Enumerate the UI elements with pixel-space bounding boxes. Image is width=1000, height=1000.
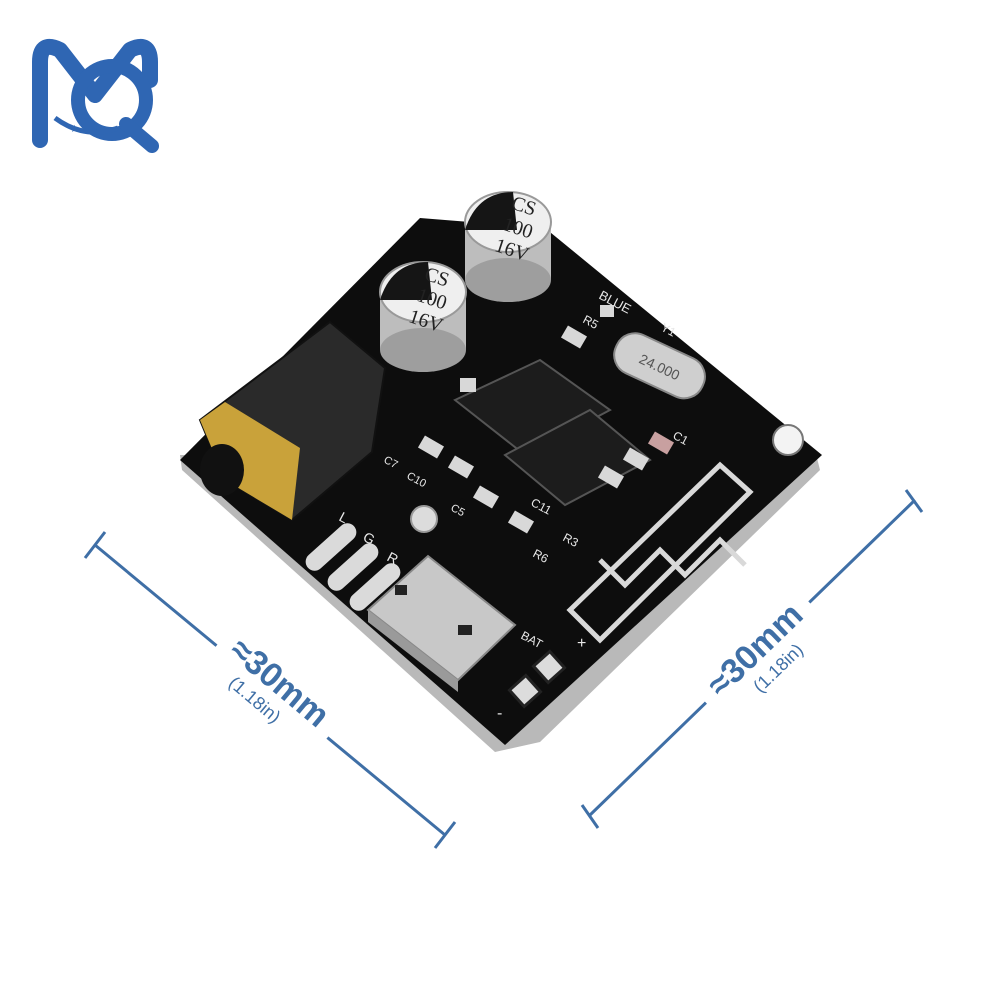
- svg-text:★: ★: [70, 124, 79, 135]
- smd-resistor: [597, 465, 625, 489]
- capacitor-1: CS 100 16V: [379, 261, 467, 372]
- svg-text:★: ★: [78, 109, 89, 123]
- smd-resistor-r5: [560, 325, 588, 349]
- pcb-antenna: [566, 461, 754, 644]
- label-r3: R3: [561, 530, 581, 550]
- crystal-oscillator: 24.000: [613, 332, 706, 400]
- smd-component: [460, 378, 476, 392]
- label-y1: Y1: [659, 320, 679, 339]
- label-minus: -: [497, 705, 502, 722]
- label-plus: +: [577, 635, 586, 652]
- smd-led: [600, 305, 614, 317]
- right-dimension-tick-start: [580, 804, 600, 829]
- smd-capacitor-c7: [417, 435, 445, 459]
- right-dimension-tick-end: [904, 489, 924, 513]
- smd-capacitor-c10: [447, 455, 475, 479]
- pad-bat-plus: [531, 649, 567, 685]
- label-c1: C1: [671, 428, 691, 448]
- left-dimension-tick-start: [83, 531, 107, 559]
- svg-text:★: ★: [90, 122, 99, 133]
- smd-capacitor-c1: [647, 431, 675, 455]
- pad-r: [349, 563, 401, 611]
- chip-2: [503, 408, 652, 507]
- capacitor-2: CS 100 16V: [464, 191, 552, 302]
- mounting-hole-2: [410, 505, 438, 533]
- pad-bat-minus: [507, 673, 543, 709]
- smd-capacitor-c11: [507, 510, 535, 534]
- micro-usb-port: [366, 554, 517, 692]
- label-c7: C7: [382, 454, 400, 471]
- pcb-antenna-trace: [598, 536, 747, 589]
- label-c5: C5: [449, 502, 467, 519]
- pad-l: [305, 523, 357, 571]
- left-dimension-tick-end: [433, 821, 457, 849]
- mounting-hole: [772, 424, 804, 456]
- smd-resistor-2: [622, 447, 650, 471]
- label-r6: R6: [531, 546, 551, 566]
- pad-g: [327, 543, 379, 591]
- bluetooth-audio-board: CS 100 16V CS 100 16V 24.000: [180, 191, 822, 752]
- label-r5: R5: [581, 312, 601, 332]
- chip-1: [453, 358, 612, 457]
- audio-jack: [198, 320, 387, 522]
- logo-mq-icon: ★ ★ ★: [32, 39, 159, 153]
- smd-capacitor-c5: [472, 485, 500, 509]
